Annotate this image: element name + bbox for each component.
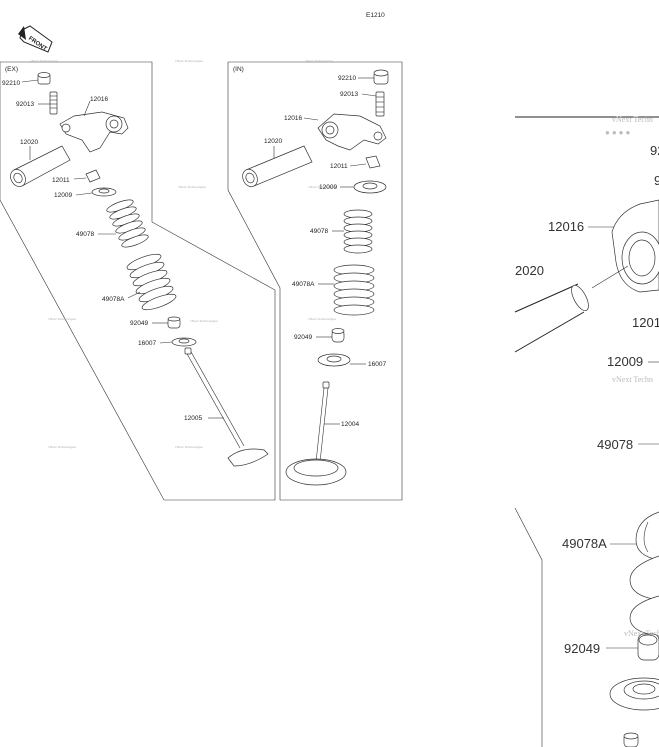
ex-keeper-12011 <box>85 169 101 183</box>
in-valve-12004 <box>285 381 347 486</box>
in-label-92210: 92210 <box>338 75 356 82</box>
watermark: vNext Technologies <box>308 185 337 189</box>
in-shaft-12020 <box>242 145 313 188</box>
intake-panel: (IN) vNext Technologies vNext Technologi… <box>227 59 403 501</box>
in-seat-16007 <box>317 353 351 367</box>
exhaust-label: (EX) <box>5 66 18 73</box>
zoom-label-9: 9 <box>654 173 659 188</box>
in-spring-49078A <box>333 264 375 316</box>
zoom-label-2020: 2020 <box>515 263 544 278</box>
ex-label-92210: 92210 <box>2 80 20 87</box>
ex-label-49078: 49078 <box>76 231 94 238</box>
watermark: vNext Technologies <box>175 445 204 449</box>
ex-seal-92049 <box>167 316 181 329</box>
in-retainer-12009 <box>353 180 387 194</box>
zoom-label-12009: 12009 <box>607 354 643 369</box>
in-label-49078A: 49078A <box>292 281 315 288</box>
ex-label-12009: 12009 <box>54 192 72 199</box>
zoom-spring <box>629 511 659 637</box>
zoom-label-92049: 92049 <box>564 641 600 656</box>
zoom-label-12016: 12016 <box>548 219 584 234</box>
watermark: vNext Technologies <box>175 59 204 63</box>
ex-spring-49078 <box>106 199 149 248</box>
ex-rocker-12016 <box>59 111 129 153</box>
watermark: vNext Technologies <box>178 185 207 189</box>
in-screw-92013 <box>375 91 385 117</box>
watermark: vNext Technologies <box>48 317 77 321</box>
zoom-seal <box>637 633 659 661</box>
ex-nut-92210 <box>37 72 51 85</box>
zoom-seat <box>609 677 659 711</box>
ex-label-12020: 12020 <box>20 139 38 146</box>
zoom-valve-tip <box>623 732 639 747</box>
in-label-12009: 12009 <box>319 184 337 191</box>
in-spring-49078 <box>343 209 373 254</box>
intake-label: (IN) <box>233 66 244 73</box>
watermark: vNext Technologies <box>305 59 334 63</box>
in-label-92013: 92013 <box>340 91 358 98</box>
ex-label-92013: 92013 <box>16 101 34 108</box>
ex-label-16007: 16007 <box>138 340 156 347</box>
watermark-faded: ● ● ● ● <box>605 128 630 137</box>
in-label-12020: 12020 <box>264 138 282 145</box>
zoom-label-49078A: 49078A <box>562 536 607 551</box>
ex-label-12011: 12011 <box>52 177 70 184</box>
in-label-92049: 92049 <box>294 334 312 341</box>
zoom-detail: vNext Techn ● ● ● ● 92 9 12016 2020 1201… <box>514 115 659 747</box>
watermark: vNext Technologies <box>190 319 219 323</box>
in-keeper-12011 <box>365 155 381 169</box>
in-label-12004: 12004 <box>341 421 359 428</box>
ex-label-92049: 92049 <box>130 320 148 327</box>
exhaust-panel: (EX) vNext Technologies vNext Technologi… <box>0 59 276 501</box>
ex-label-12005: 12005 <box>184 415 202 422</box>
ex-label-12016: 12016 <box>90 96 108 103</box>
zoom-label-49078: 49078 <box>597 437 633 452</box>
watermark: vNext Techn <box>612 115 653 124</box>
ex-seat-16007 <box>171 337 197 347</box>
in-label-12016: 12016 <box>284 115 302 122</box>
zoom-label-1201: 1201 <box>632 315 659 330</box>
in-label-12011: 12011 <box>330 163 348 170</box>
watermark: vNext Technologies <box>30 59 59 63</box>
watermark: vNext Techn <box>612 375 653 384</box>
ex-valve-12005 <box>184 347 269 467</box>
front-arrow-icon: FRONT <box>18 25 53 53</box>
ex-screw-92013 <box>49 91 58 115</box>
in-seal-92049 <box>331 328 345 343</box>
diagram-code: E1210 <box>366 12 385 19</box>
watermark: vNext Technologies <box>48 445 77 449</box>
in-label-16007: 16007 <box>368 361 386 368</box>
in-label-49078: 49078 <box>310 228 328 235</box>
ex-label-49078A: 49078A <box>102 296 125 303</box>
ex-retainer-12009 <box>91 187 117 197</box>
ex-shaft-12020 <box>10 145 71 187</box>
in-rocker-12016 <box>317 113 387 151</box>
in-nut-92210 <box>373 69 389 85</box>
ex-spring-49078A <box>126 253 177 311</box>
zoom-rocker <box>611 199 659 293</box>
zoom-label-92: 92 <box>650 143 659 158</box>
watermark: vNext Technologies <box>308 317 337 321</box>
watermark: vNext Techn <box>624 629 659 638</box>
zoom-shaft <box>514 265 629 353</box>
